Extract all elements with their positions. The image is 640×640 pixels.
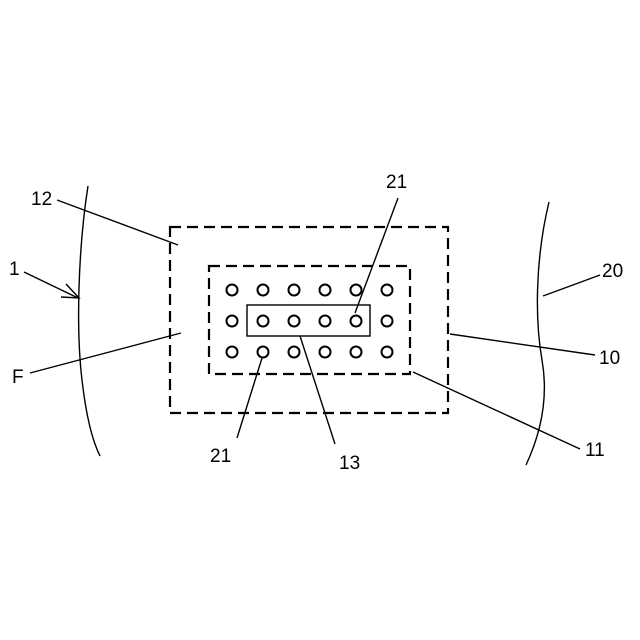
- label-20: 20: [602, 261, 623, 282]
- hole-3-6: [382, 347, 393, 358]
- label-10: 10: [599, 348, 620, 369]
- hole-3-2: [258, 347, 269, 358]
- label-11: 11: [585, 440, 605, 461]
- hole-3-1: [227, 347, 238, 358]
- hole-2-4: [320, 316, 331, 327]
- label-21-bottom: 21: [210, 446, 231, 467]
- leader-21-bottom: [237, 358, 262, 438]
- hole-1-2: [258, 285, 269, 296]
- leader-12: [57, 200, 178, 245]
- hole-3-5: [351, 347, 362, 358]
- label-13: 13: [339, 453, 360, 474]
- hole-1-1: [227, 285, 238, 296]
- label-21-top: 21: [386, 172, 407, 193]
- label-12: 12: [31, 189, 52, 210]
- leader-20: [543, 275, 600, 296]
- leader-11: [413, 372, 580, 449]
- hole-2-5: [351, 316, 362, 327]
- leader-10: [450, 334, 595, 355]
- label-1: 1: [9, 259, 20, 280]
- hole-3-3: [289, 347, 300, 358]
- hole-2-2: [258, 316, 269, 327]
- hole-1-5: [351, 285, 362, 296]
- hole-1-6: [382, 285, 393, 296]
- hole-grid: [227, 285, 393, 358]
- inner-region-11: [209, 266, 410, 374]
- leader-21-top: [355, 198, 398, 313]
- label-F: F: [12, 367, 24, 388]
- hole-1-3: [289, 285, 300, 296]
- hole-2-3: [289, 316, 300, 327]
- hole-2-1: [227, 316, 238, 327]
- leader-1: [24, 272, 78, 298]
- hole-2-6: [382, 316, 393, 327]
- hole-1-4: [320, 285, 331, 296]
- left-boundary-curve: [79, 186, 100, 456]
- outer-region-10: [170, 227, 448, 413]
- hole-3-4: [320, 347, 331, 358]
- leader-lines: [24, 198, 600, 449]
- leader-F: [30, 333, 181, 373]
